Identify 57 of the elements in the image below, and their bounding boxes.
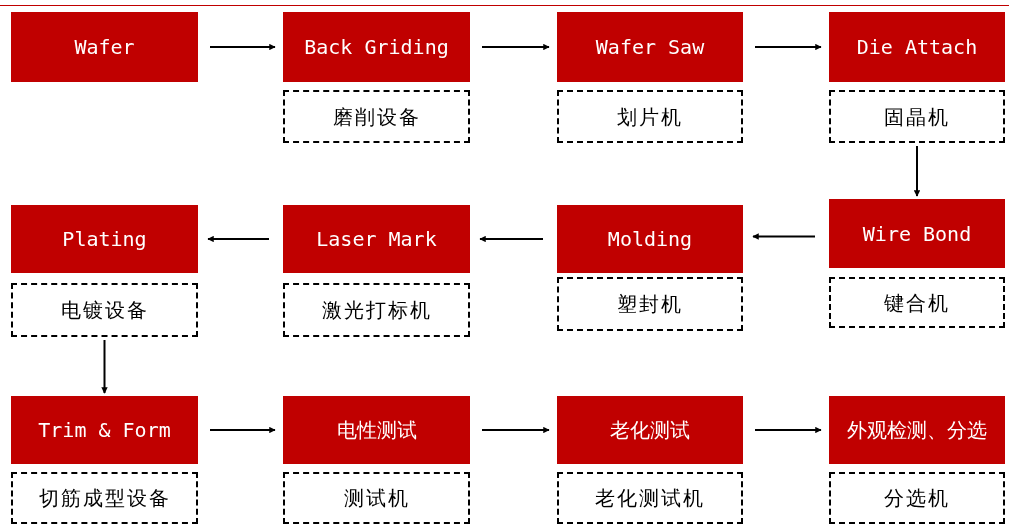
equipment-label: 老化测试机: [595, 486, 705, 511]
process-box: [557, 205, 743, 273]
arrow: [754, 426, 822, 434]
equipment-label: 磨削设备: [332, 104, 421, 130]
equipment-label: 电镀设备: [60, 298, 149, 323]
step-label: Plating: [61, 226, 148, 252]
process-box: [283, 12, 470, 82]
step-label: Die Attach: [855, 34, 979, 60]
equipment-label: 键合机: [884, 290, 950, 316]
equipment-box: [11, 472, 198, 524]
equipment-label: 切筋成型设备: [38, 486, 171, 511]
process-box: [557, 12, 743, 82]
process-box: [829, 12, 1005, 82]
process-box: [11, 205, 198, 273]
step-label: Trim & Form: [37, 417, 172, 443]
equipment-box: [283, 283, 470, 337]
process-box: [557, 396, 743, 464]
arrow: [207, 235, 270, 243]
arrow: [913, 145, 921, 197]
step-label: 老化测试: [609, 417, 691, 443]
step-label: Molding: [606, 226, 694, 252]
process-box: [829, 396, 1005, 464]
equipment-label: 塑封机: [617, 292, 683, 317]
equipment-label: 分选机: [884, 486, 950, 511]
equipment-box: [829, 90, 1005, 143]
equipment-box: [11, 283, 198, 337]
step-label: 外观检测、分选: [846, 417, 988, 443]
process-box: [283, 205, 470, 273]
equipment-label: 划片机: [617, 104, 683, 130]
step-label: Laser Mark: [315, 226, 438, 252]
step-label: 电性测试: [335, 417, 418, 443]
equipment-box: [829, 277, 1005, 328]
arrow: [754, 43, 822, 51]
step-label: Wafer Saw: [594, 34, 706, 60]
equipment-box: [557, 277, 743, 331]
arrow: [209, 426, 276, 434]
equipment-box: [283, 90, 470, 143]
arrow: [752, 233, 816, 240]
process-box: [829, 199, 1005, 268]
process-box: [283, 396, 470, 464]
arrow: [481, 43, 550, 51]
step-label: Wire Bond: [861, 220, 973, 247]
equipment-box: [557, 90, 743, 143]
step-label: Wafer: [73, 34, 136, 60]
equipment-label: 测试机: [343, 486, 410, 511]
process-box: [11, 396, 198, 464]
equipment-box: [829, 472, 1005, 524]
process-box: [11, 12, 198, 82]
equipment-box: [557, 472, 743, 524]
arrow: [479, 235, 544, 243]
equipment-box: [283, 472, 470, 524]
step-label: Back Griding: [303, 34, 450, 60]
arrow: [481, 426, 550, 434]
equipment-label: 激光打标机: [321, 298, 432, 323]
equipment-label: 固晶机: [884, 104, 950, 130]
arrow: [101, 339, 108, 394]
arrow: [209, 43, 276, 51]
